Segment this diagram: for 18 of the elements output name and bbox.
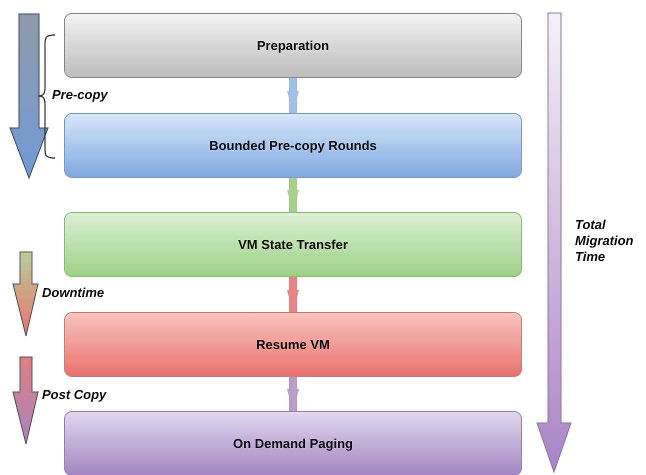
phase-label: Total Migration Time (575, 217, 634, 265)
box-label: Preparation (256, 36, 330, 55)
box-label: Resume VM (256, 336, 330, 354)
process-box (64, 13, 522, 78)
arrow (287, 178, 299, 212)
arrow (287, 277, 299, 312)
box-label: On Demand Paging (233, 434, 353, 453)
arrow (287, 377, 299, 411)
phase-label: Pre-copy (52, 87, 109, 103)
box-label: VM State Transfer (238, 236, 348, 254)
phase-label: Post Copy (42, 387, 108, 403)
arrow (287, 78, 299, 113)
phase-label: Downtime (42, 285, 106, 301)
process-box (64, 411, 522, 475)
process-box (64, 212, 522, 277)
process-box (64, 113, 522, 178)
box-label: Bounded Pre-copy Rounds (209, 136, 377, 155)
process-box (64, 312, 522, 377)
